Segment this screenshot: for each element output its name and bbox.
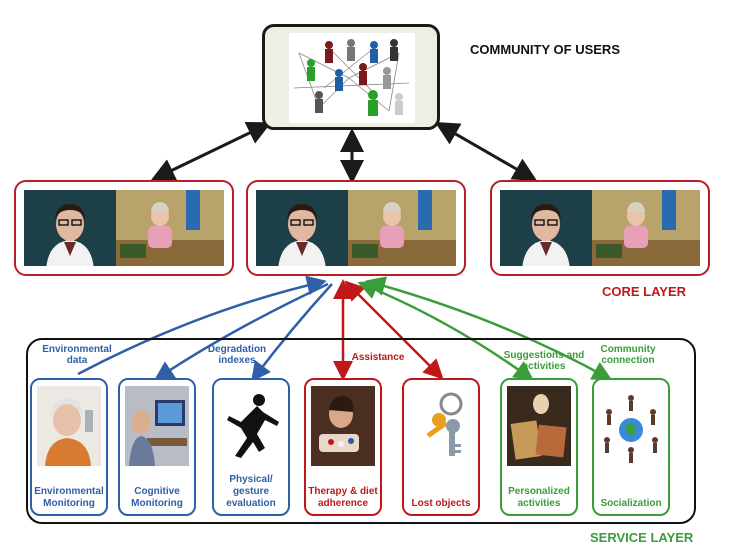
module-environmental-monitoring: Environmental Monitoring: [30, 378, 108, 516]
module-personalized-activities: Personalized activities: [500, 378, 578, 516]
core-node-center: [246, 180, 466, 276]
service-layer-label: SERVICE LAYER: [590, 530, 694, 545]
module-cognitive-monitoring: Cognitive Monitoring: [118, 378, 196, 516]
hobby-icon: [507, 386, 571, 466]
medication-icon: [311, 386, 375, 466]
service-layer-frame: [26, 338, 696, 524]
link-community-core-right: [434, 122, 538, 181]
flow-label-suggestions: Suggestions and activities: [503, 350, 585, 372]
module-label: Lost objects: [411, 498, 471, 509]
elderly-woman-icon: [37, 386, 101, 466]
living-room-photo-icon: [592, 190, 700, 266]
flow-label-assistance: Assistance: [351, 352, 405, 363]
flow-environmental-data: [77, 275, 327, 376]
flow-degradation-physical: [250, 283, 333, 382]
community-box: [262, 24, 440, 130]
core-node-right: [490, 180, 710, 276]
keys-icon: [409, 386, 473, 466]
module-label: Physical/ gesture evaluation: [226, 474, 276, 509]
community-heading: COMMUNITY OF USERS: [470, 42, 620, 57]
module-lost-objects: Lost objects: [402, 378, 480, 516]
link-community-core-left: [150, 122, 272, 181]
core-layer-label: CORE LAYER: [602, 284, 687, 299]
falling-figure-icon: [219, 386, 283, 466]
flow-label-community-connection: Community connection: [600, 344, 656, 366]
module-label: Environmental Monitoring: [34, 486, 104, 509]
module-socialization: Socialization: [592, 378, 670, 516]
flow-label-degradation-indexes: Degradation indexes: [207, 344, 267, 366]
flow-degradation-cognitive: [153, 282, 329, 381]
module-label: Socialization: [600, 498, 662, 509]
monitor-icon: [125, 386, 189, 466]
avatar-doctor-icon: [24, 190, 116, 266]
living-room-photo-icon: [116, 190, 224, 266]
avatar-doctor-icon: [500, 190, 592, 266]
module-therapy-diet: Therapy & diet adherence: [304, 378, 382, 516]
module-label: Personalized activities: [508, 486, 570, 509]
flow-community-connection: [365, 276, 613, 381]
people-network-icon: [289, 33, 415, 123]
living-room-photo-icon: [348, 190, 456, 266]
avatar-doctor-icon: [256, 190, 348, 266]
module-physical-gesture: Physical/ gesture evaluation: [212, 378, 290, 516]
flow-label-environmental-data: Environmental data: [42, 344, 112, 366]
core-node-left: [14, 180, 234, 276]
module-label: Therapy & diet adherence: [308, 486, 378, 509]
module-label: Cognitive Monitoring: [131, 486, 183, 509]
circle-of-people-icon: [599, 386, 663, 466]
